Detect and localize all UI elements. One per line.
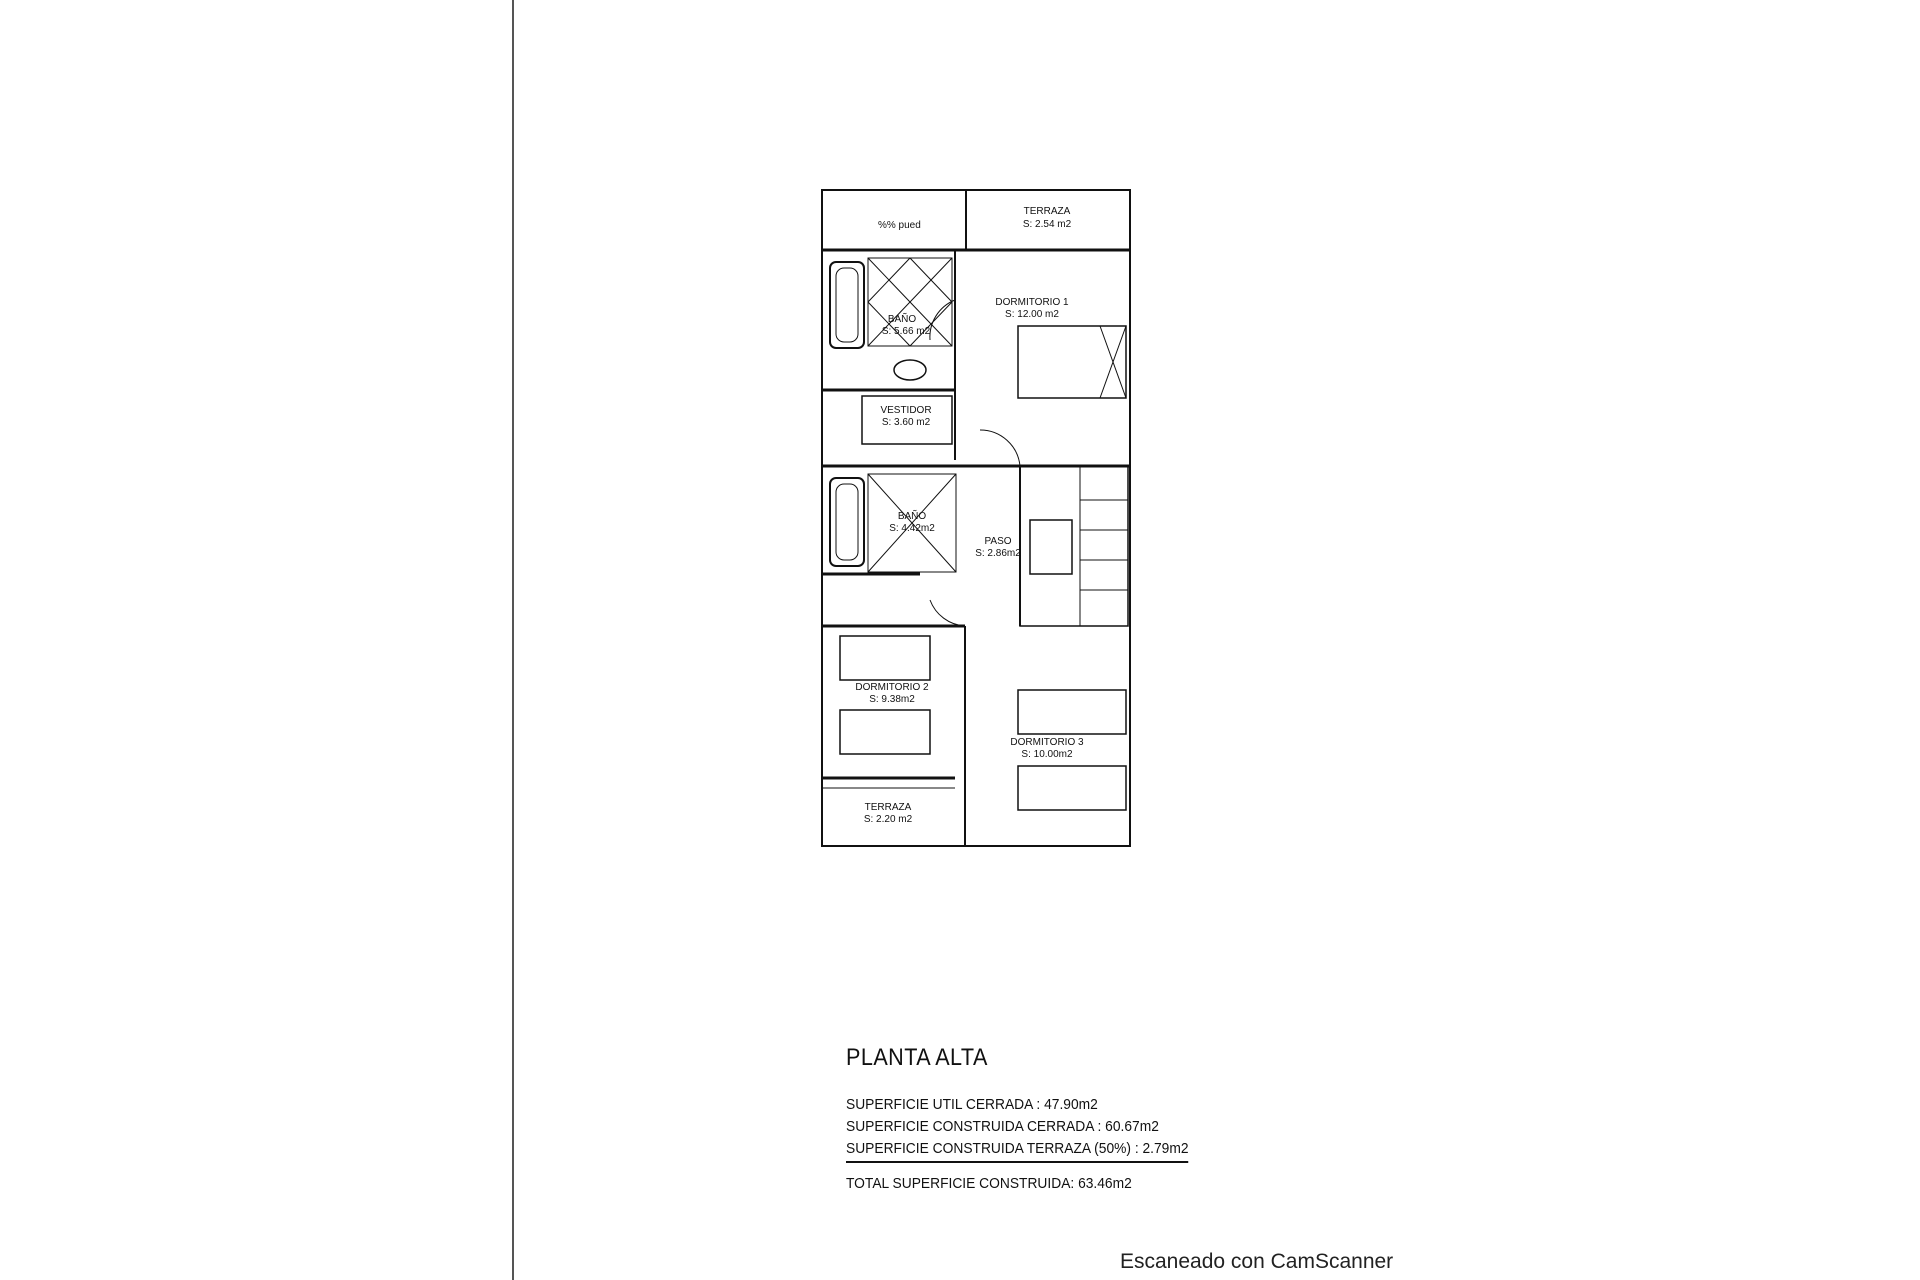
plan-title: PLANTA ALTA: [846, 1044, 988, 1071]
vestidor-name: VESTIDOR: [880, 405, 931, 416]
bano-2-area: S: 4.42m2: [889, 523, 935, 534]
stair-note: %% pued: [878, 220, 921, 231]
util-cerrada-row: SUPERFICIE UTIL CERRADA : 47.90m2: [846, 1096, 1098, 1113]
dormitorio-2-name: DORMITORIO 2: [855, 682, 929, 693]
terraza-2-name: TERRAZA: [865, 802, 912, 813]
construida-cerrada-row: SUPERFICIE CONSTRUIDA CERRADA : 60.67m2: [846, 1118, 1159, 1135]
dormitorio-3-name: DORMITORIO 3: [1010, 737, 1084, 748]
camscanner-watermark: Escaneado con CamScanner: [1120, 1250, 1394, 1273]
bano-2-name: BAÑO: [898, 509, 927, 522]
total-row: TOTAL SUPERFICIE CONSTRUIDA: 63.46m2: [846, 1175, 1132, 1192]
bano-1-area: S: 5.66 m2: [882, 326, 931, 337]
scan-margin-line: [512, 0, 514, 1280]
area-summary: SUPERFICIE UTIL CERRADA : 47.90m2 SUPERF…: [846, 1094, 1189, 1163]
construida-terraza-row: SUPERFICIE CONSTRUIDA TERRAZA (50%) : 2.…: [846, 1138, 1189, 1163]
vestidor-area: S: 3.60 m2: [882, 417, 931, 428]
terraza-2-area: S: 2.20 m2: [864, 814, 913, 825]
bano-1-name: BAÑO: [888, 312, 917, 325]
dormitorio-2-area: S: 9.38m2: [869, 694, 915, 705]
terraza-1-name: TERRAZA: [1024, 206, 1071, 217]
paso-name: PASO: [984, 536, 1011, 547]
paso-area: S: 2.86m2: [975, 548, 1021, 559]
dormitorio-3-area: S: 10.00m2: [1021, 749, 1073, 760]
dormitorio-1-area: S: 12.00 m2: [1005, 309, 1059, 320]
terraza-1-area: S: 2.54 m2: [1023, 219, 1072, 230]
dormitorio-1-name: DORMITORIO 1: [995, 297, 1069, 308]
